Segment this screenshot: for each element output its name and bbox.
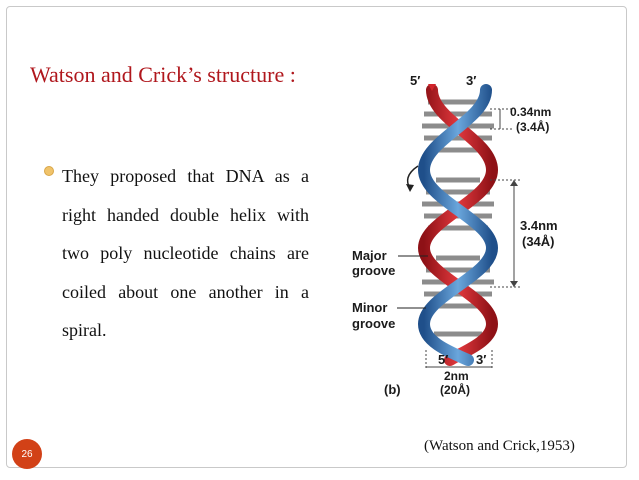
major-groove-label-1: Major bbox=[352, 248, 387, 263]
rise-label: 0.34nm bbox=[510, 105, 551, 119]
page-number: 26 bbox=[21, 448, 33, 460]
major-groove-label-2: groove bbox=[352, 263, 395, 278]
bottom-3prime-label: 3′ bbox=[476, 352, 486, 367]
top-3prime-label: 3′ bbox=[466, 73, 476, 88]
width-label: 2nm bbox=[444, 369, 469, 383]
bullet-text: They proposed that DNA as a right handed… bbox=[62, 166, 309, 340]
pitch-dimension bbox=[490, 179, 522, 288]
rise-label-angstrom: (3.4Å) bbox=[516, 119, 549, 134]
slide-title: Watson and Crick’s structure : bbox=[30, 62, 296, 87]
slide-frame bbox=[6, 6, 627, 468]
red-strand bbox=[417, 84, 499, 366]
pitch-label: 3.4nm bbox=[520, 218, 558, 233]
citation: (Watson and Crick,1953) bbox=[424, 438, 575, 454]
strand-cap-red bbox=[428, 84, 436, 91]
pitch-label-angstrom: (34Å) bbox=[522, 234, 555, 249]
bottom-5prime-label: 5′ bbox=[438, 352, 448, 367]
minor-groove-label-1: Minor bbox=[352, 300, 387, 315]
blue-strand bbox=[417, 84, 499, 366]
page-number-badge: 26 bbox=[12, 439, 42, 469]
bullet-list: They proposed that DNA as a right handed… bbox=[44, 157, 309, 350]
panel-label: (b) bbox=[384, 382, 401, 397]
minor-groove-label-2: groove bbox=[352, 316, 395, 331]
top-5prime-label: 5′ bbox=[410, 73, 420, 88]
width-label-angstrom: (20Å) bbox=[440, 382, 470, 397]
helix-strands bbox=[417, 84, 499, 366]
width-dimension bbox=[425, 350, 493, 370]
dna-double-helix-diagram: 5′ 3′ 0.34nm (3.4Å) 3.4nm (34Å) Major gr… bbox=[352, 73, 558, 397]
bullet-icon bbox=[44, 166, 54, 176]
